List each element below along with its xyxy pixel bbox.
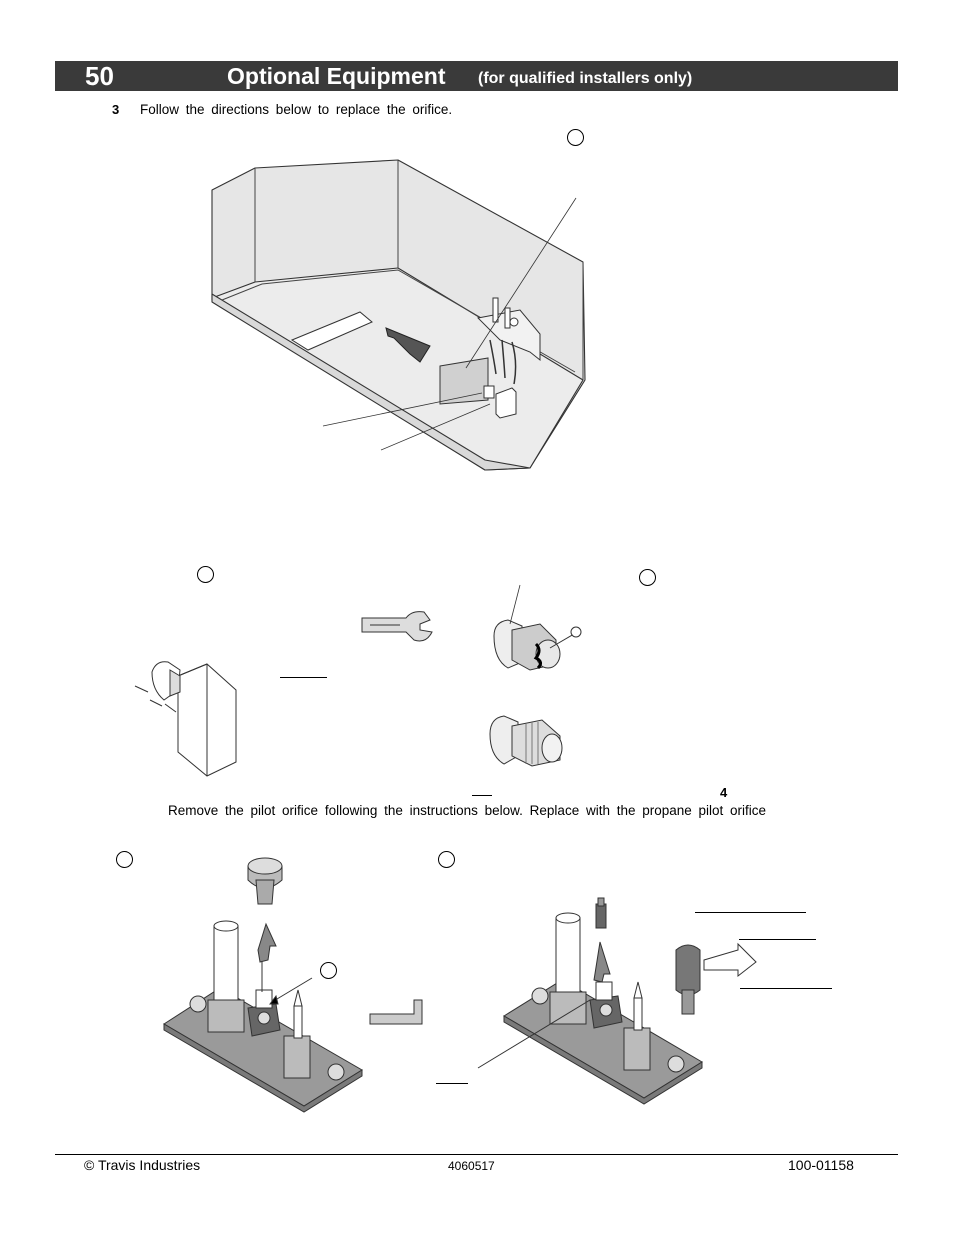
section-header-bar: 50 Optional Equipment (for qualified ins… [55,61,898,91]
label-line [740,988,832,989]
figure-marker-top [567,129,584,146]
footer-code: 4060517 [448,1159,495,1173]
figure-marker-left [197,566,214,583]
label-line [695,912,806,913]
step-4-instruction: Remove the pilot orifice following the i… [168,803,767,818]
section-subtitle: (for qualified installers only) [478,70,693,87]
footer-doc-number: 100-01158 [788,1157,854,1173]
label-line [280,677,327,678]
label-line [739,939,816,940]
section-title: Optional Equipment [227,63,446,89]
footer-copyright: © Travis Industries [84,1157,201,1173]
page-number: 50 [85,61,114,91]
figure-marker-pilot-right [438,851,455,868]
step-3-instruction: Follow the directions below to replace t… [140,102,453,117]
step-3-number: 3 [112,102,120,117]
figure-marker-pilot-left [116,851,133,868]
footer-rule [55,1154,898,1155]
figure-marker-pilot-orifice [320,962,337,979]
label-line [436,1083,468,1084]
figure-marker-right [639,569,656,586]
step-4-number: 4 [720,785,728,800]
label-line [472,795,492,796]
